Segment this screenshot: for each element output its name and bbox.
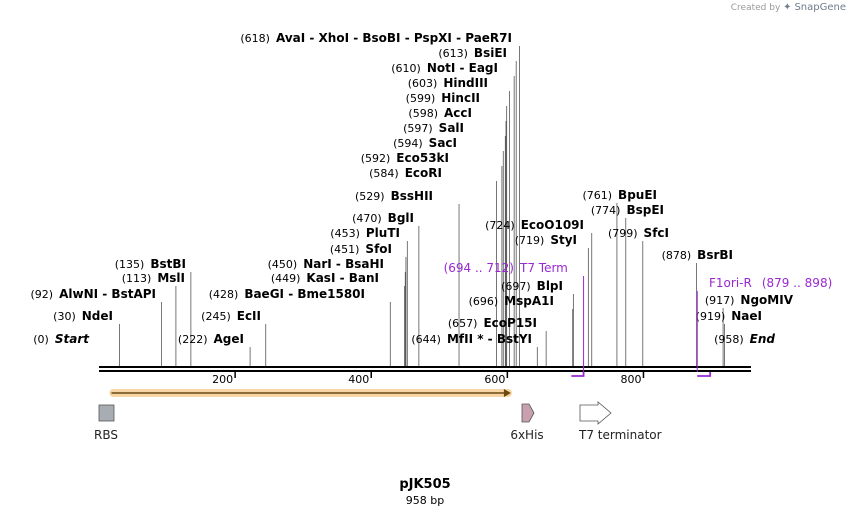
site-position: (449) <box>271 272 301 285</box>
credit-prefix: Created by <box>730 3 781 13</box>
site-position: (919) <box>696 310 726 323</box>
primer-range: (879 .. 898) <box>762 276 832 290</box>
site-position: (592) <box>361 152 391 165</box>
site-name: AvaI - XhoI - BsoBI - PspXI - PaeR7I <box>276 31 512 45</box>
feature-label: RBS <box>94 428 118 442</box>
primer-arrow <box>571 372 585 377</box>
site-name: KasI - BanI <box>306 271 379 285</box>
site-position: (0) <box>33 333 49 346</box>
site-position: (719) <box>515 234 545 247</box>
site-name: BsiEI <box>474 46 507 60</box>
site-name: StyI <box>550 233 577 247</box>
site-position: (30) <box>53 310 76 323</box>
site-position: (450) <box>268 258 298 271</box>
site-position: (799) <box>608 227 638 240</box>
site-position: (598) <box>408 107 438 120</box>
site-name: SacI <box>429 136 457 150</box>
site-position: (470) <box>352 212 382 225</box>
axis-tick-label: 600 <box>484 373 505 386</box>
site-position: (774) <box>591 204 621 217</box>
snapgene-logo-icon: ✦ <box>783 2 792 13</box>
site-name: MspA1I <box>504 294 554 308</box>
site-position: (917) <box>705 294 735 307</box>
site-position: (113) <box>122 272 152 285</box>
site-position: (245) <box>201 310 231 323</box>
site-position: (724) <box>485 219 515 232</box>
site-name: Start <box>55 332 90 346</box>
orf-arrowhead-icon <box>503 389 511 397</box>
site-name: AgeI <box>214 332 244 346</box>
site-position: (594) <box>393 137 423 150</box>
primer-name[interactable]: T7 Term <box>519 261 568 275</box>
site-name: NgoMIV <box>740 293 793 307</box>
snapgene-credit: Created by ✦ SnapGene <box>731 2 846 13</box>
site-position: (92) <box>31 288 54 301</box>
site-position: (618) <box>240 32 270 45</box>
site-name: BpuEI <box>618 188 657 202</box>
site-position: (761) <box>582 189 612 202</box>
site-name: SfcI <box>644 226 669 240</box>
rbs-box-icon[interactable] <box>98 404 115 422</box>
site-position: (222) <box>178 333 208 346</box>
t7-terminator-arrow-icon[interactable] <box>579 401 612 425</box>
site-name: End <box>750 332 776 346</box>
site-position: (584) <box>369 167 399 180</box>
site-name: EcoRI <box>405 166 442 180</box>
plasmid-length: 958 bp <box>405 494 445 507</box>
site-position: (428) <box>209 288 239 301</box>
primer-name[interactable]: F1ori-R <box>709 276 752 290</box>
site-name: NarI - BsaHI <box>303 257 384 271</box>
site-name: BaeGI - Bme1580I <box>244 287 365 301</box>
site-position: (603) <box>408 77 438 90</box>
site-name: EcoP15I <box>483 316 537 330</box>
site-position: (610) <box>391 62 421 75</box>
credit-brand: SnapGene <box>794 2 846 13</box>
site-name: NotI - EagI <box>427 61 498 75</box>
site-position: (451) <box>330 243 360 256</box>
site-position: (135) <box>115 258 145 271</box>
site-name: Eco53kI <box>396 151 449 165</box>
site-name: SfoI <box>365 242 392 256</box>
site-position: (529) <box>355 190 385 203</box>
axis-tick-label: 800 <box>620 373 641 386</box>
site-position: (878) <box>662 249 692 262</box>
site-name: NaeI <box>731 309 762 323</box>
site-name: AlwNI - BstAPI <box>59 287 156 301</box>
site-name: BstBI <box>150 257 186 271</box>
feature-label: 6xHis <box>510 428 543 442</box>
site-name: PluTI <box>366 226 400 240</box>
site-name: BspEI <box>626 203 664 217</box>
site-position: (657) <box>448 317 478 330</box>
site-name: MfII * - BstYI <box>447 332 532 346</box>
site-name: HindIII <box>443 76 488 90</box>
plasmid-name: pJK505 <box>399 477 451 492</box>
6xhis-arrow-icon[interactable] <box>521 403 535 423</box>
site-position: (958) <box>714 333 744 346</box>
site-position: (597) <box>403 122 433 135</box>
site-name: NdeI <box>82 309 113 323</box>
site-name: BsrBI <box>697 248 733 262</box>
site-position: (453) <box>330 227 360 240</box>
site-name: SalI <box>439 121 464 135</box>
primer-range: (694 .. 712) <box>444 261 514 275</box>
primer-arrow <box>697 372 712 377</box>
feature-label: T7 terminator <box>578 428 662 442</box>
site-name: BssHII <box>391 189 433 203</box>
axis-tick-label: 400 <box>348 373 369 386</box>
site-name: MslI <box>157 271 185 285</box>
site-name: EcII <box>237 309 261 323</box>
site-name: BlpI <box>537 279 563 293</box>
axis-tick-label: 200 <box>212 373 233 386</box>
site-name: AccI <box>444 106 472 120</box>
site-position: (613) <box>438 47 468 60</box>
site-name: HincII <box>441 91 480 105</box>
site-name: EcoO109I <box>521 218 584 232</box>
site-name: BglI <box>388 211 414 225</box>
site-position: (599) <box>406 92 436 105</box>
site-position: (696) <box>469 295 499 308</box>
site-position: (697) <box>501 280 531 293</box>
site-position: (644) <box>411 333 441 346</box>
